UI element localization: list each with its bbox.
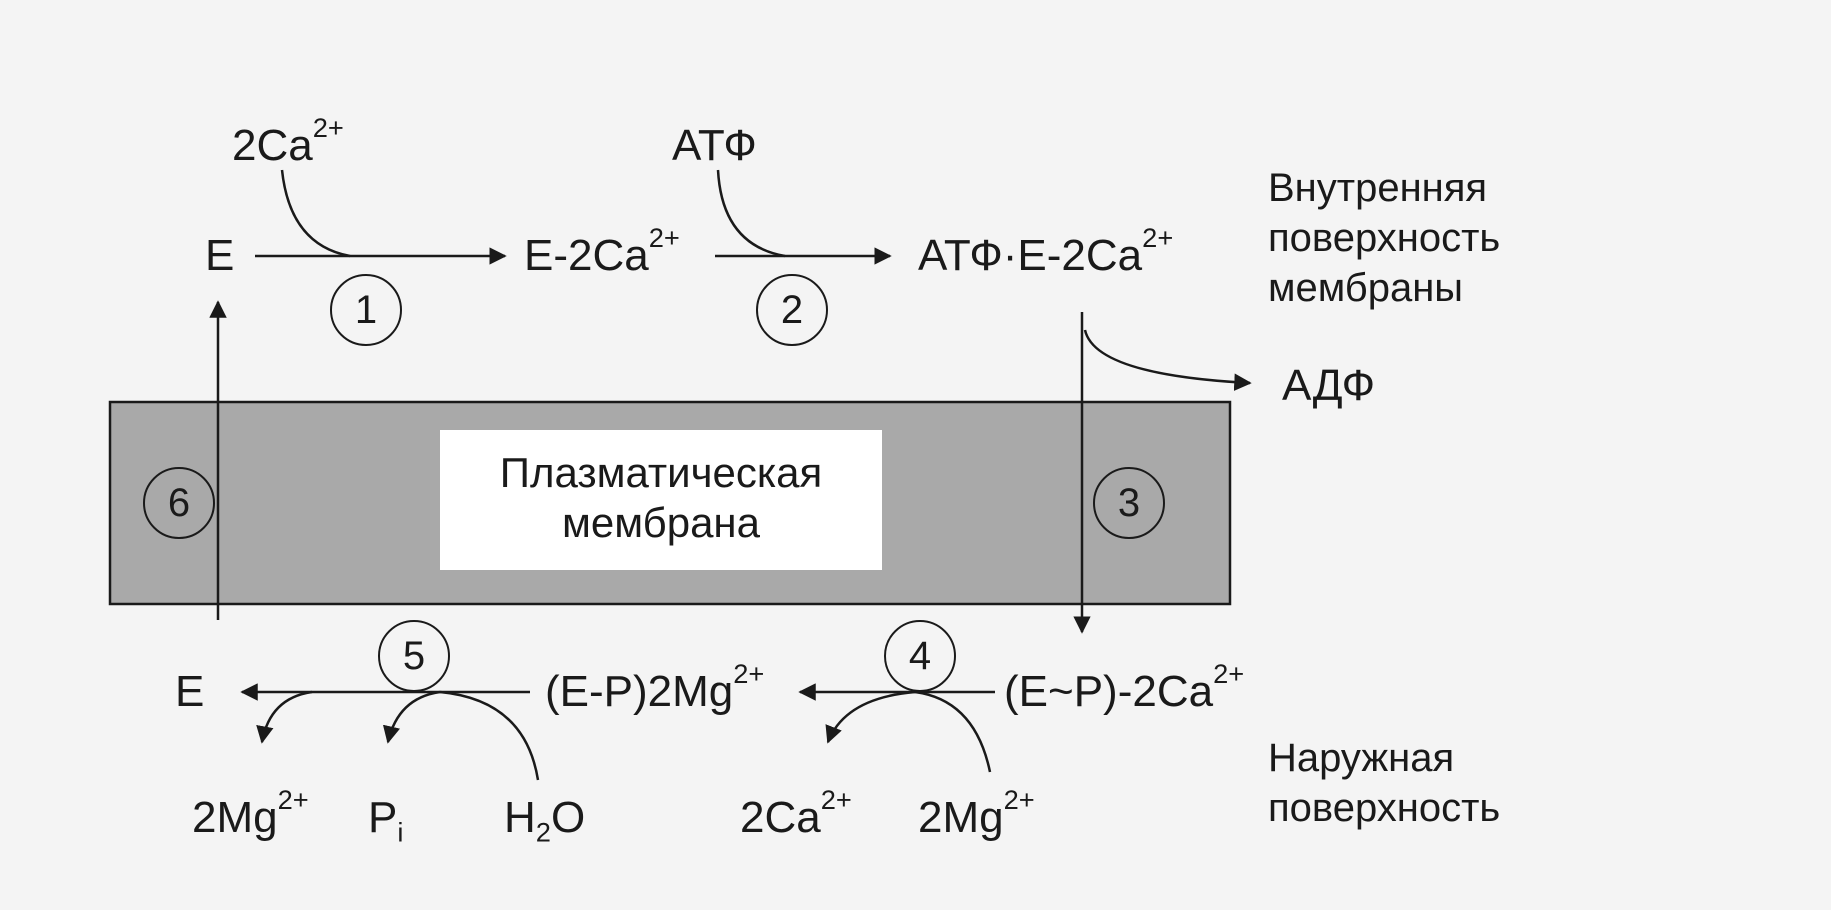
- label-ep-2mg: (E-P)2Mg2+: [545, 657, 765, 716]
- label-e-2ca: E-2Ca2+: [524, 221, 680, 280]
- label-2mg-in: 2Mg2+: [918, 783, 1035, 842]
- label-enzyme-top: E: [205, 231, 235, 280]
- outer-surface-label: Наружная поверхность: [1268, 733, 1500, 833]
- membrane-label-line-1: Плазматическая: [499, 449, 823, 496]
- label-2mg-out: 2Mg2+: [192, 783, 309, 842]
- ca-release-curve: [825, 690, 916, 744]
- inner-surface-line-3: мембраны: [1268, 266, 1464, 310]
- mg-release-curve: [256, 690, 313, 744]
- pi-release-curve: [382, 690, 441, 744]
- mg-binding-curve: [914, 690, 992, 773]
- step-4-circle: 4: [884, 620, 956, 692]
- outer-surface-line-2: поверхность: [1268, 786, 1501, 830]
- label-2ca-out: 2Ca2+: [740, 783, 852, 842]
- label-atp-e-2ca: АТФ·E-2Ca2+: [918, 221, 1174, 280]
- inner-surface-line-1: Внутренняя: [1268, 166, 1488, 210]
- label-h2o-in: H2O: [504, 793, 586, 848]
- label-pi-out: Pi: [368, 793, 404, 848]
- h2o-binding-curve: [439, 690, 540, 781]
- inner-surface-label: Внутренняя поверхность мембраны: [1268, 163, 1500, 313]
- step-2-circle: 2: [756, 274, 828, 346]
- label-ep-2ca: (E~P)-2Ca2+: [1004, 657, 1245, 716]
- membrane-label-line-2: мембрана: [562, 499, 760, 546]
- label-2ca-in: 2Ca2+: [232, 111, 344, 170]
- ca-binding-curve: [280, 169, 351, 258]
- label-atp-in: АТФ: [672, 121, 757, 170]
- inner-surface-line-2: поверхность: [1268, 216, 1501, 260]
- label-adp-out: АДФ: [1282, 361, 1376, 410]
- atp-binding-curve: [716, 169, 786, 258]
- step-5-circle: 5: [378, 620, 450, 692]
- step-1-circle: 1: [330, 274, 402, 346]
- outer-surface-line-1: Наружная: [1268, 736, 1455, 780]
- membrane-label: Плазматическая мембрана: [440, 430, 882, 570]
- step-6-circle: 6: [143, 467, 215, 539]
- label-enzyme-bottom: E: [175, 667, 205, 716]
- step-3-circle: 3: [1093, 467, 1165, 539]
- adp-release-curve: [1083, 329, 1252, 391]
